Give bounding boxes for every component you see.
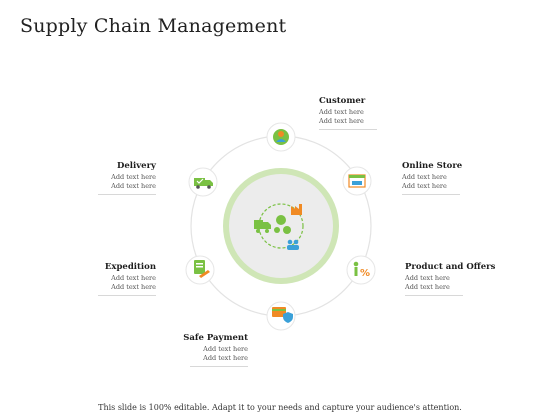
factory-icon xyxy=(291,204,302,215)
safe-payment-label: Safe Payment Add text here Add text here xyxy=(138,333,248,367)
delivery-underline xyxy=(98,194,156,195)
secure-card-icon xyxy=(272,307,293,323)
storefront-icon xyxy=(348,174,366,188)
product-offers-label: Product and Offers Add text here Add tex… xyxy=(405,262,515,296)
delivery-title: Delivery xyxy=(116,161,156,171)
clipboard-icon xyxy=(194,260,210,278)
footer-note: This slide is 100% editable. Adapt it to… xyxy=(98,403,462,412)
svg-text:%: % xyxy=(360,268,370,279)
customer-label: Customer Add text here Add text here xyxy=(319,96,429,130)
delivery-label: Delivery Add text here Add text here xyxy=(46,161,156,195)
page-title: Supply Chain Management xyxy=(20,15,287,37)
customer-text-2: Add text here xyxy=(319,117,364,125)
online-store-text-1: Add text here xyxy=(402,173,447,181)
expedition-underline xyxy=(98,295,156,296)
expedition-text-1: Add text here xyxy=(111,274,156,282)
delivery-truck-icon xyxy=(194,178,213,189)
expedition-label: Expedition Add text here Add text here xyxy=(46,262,156,296)
product-offers-text-1: Add text here xyxy=(405,274,450,282)
safe-payment-text-1: Add text here xyxy=(203,345,248,353)
customer-text-1: Add text here xyxy=(319,108,364,116)
hub-center xyxy=(229,174,333,278)
gears-icon xyxy=(274,215,291,234)
product-offers-underline xyxy=(405,295,463,296)
people-icon xyxy=(287,239,299,250)
online-store-underline xyxy=(402,194,460,195)
delivery-text-1: Add text here xyxy=(111,173,156,181)
product-offers-text-2: Add text here xyxy=(405,283,450,291)
safe-payment-node[interactable] xyxy=(266,301,296,331)
expedition-title: Expedition xyxy=(104,262,156,272)
product-offers-node[interactable]: % xyxy=(346,255,376,285)
percent-offer-icon: % xyxy=(353,261,370,279)
online-store-label: Online Store Add text here Add text here xyxy=(402,161,512,195)
customer-underline xyxy=(319,129,377,130)
customer-node[interactable] xyxy=(266,122,296,152)
delivery-node[interactable] xyxy=(188,167,218,197)
safe-payment-title: Safe Payment xyxy=(183,333,248,343)
safe-payment-text-2: Add text here xyxy=(203,354,248,362)
user-icon xyxy=(273,129,289,145)
delivery-text-2: Add text here xyxy=(111,182,156,190)
safe-payment-underline xyxy=(190,366,248,367)
online-store-text-2: Add text here xyxy=(402,182,447,190)
online-store-title: Online Store xyxy=(402,161,463,171)
online-store-node[interactable] xyxy=(342,166,372,196)
expedition-text-2: Add text here xyxy=(111,283,156,291)
product-offers-title: Product and Offers xyxy=(405,262,496,272)
truck-silhouette-icon xyxy=(254,220,271,233)
expedition-node[interactable] xyxy=(185,255,215,285)
hub-dashed-circle xyxy=(258,203,304,249)
customer-title: Customer xyxy=(319,96,366,106)
